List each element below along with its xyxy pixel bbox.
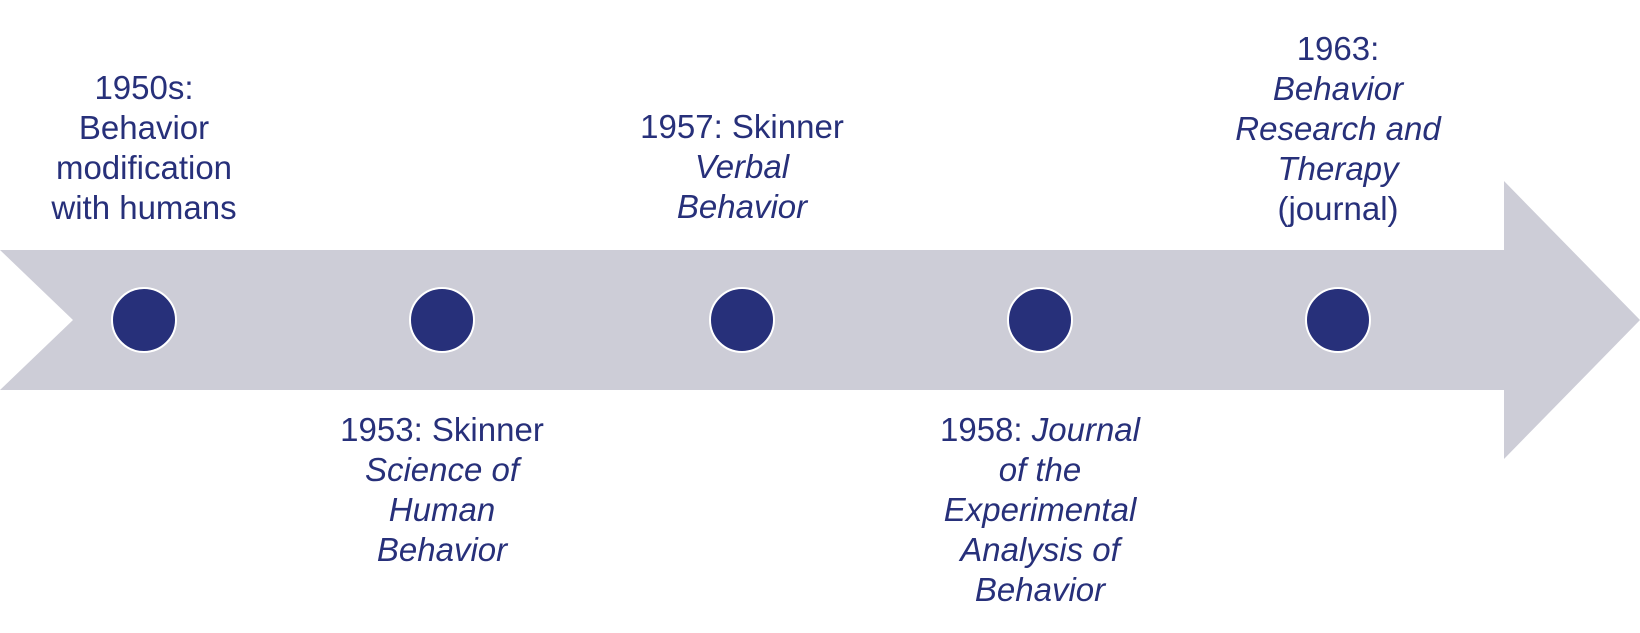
label-line: 1950s: bbox=[4, 68, 284, 108]
label-line: Analysis of bbox=[900, 530, 1180, 570]
label-text: modification bbox=[55, 149, 233, 186]
label-line: Research and bbox=[1198, 109, 1478, 149]
event-label-1950s: 1950s: Behavior modification with humans bbox=[4, 68, 284, 228]
label-line: 1958: Journal bbox=[900, 410, 1180, 450]
label-line: with humans bbox=[4, 188, 284, 228]
label-line: Behavior bbox=[602, 187, 882, 227]
label-line: Science of bbox=[302, 450, 582, 490]
label-title-text: Therapy bbox=[1277, 150, 1399, 187]
label-text: 1953: Skinner bbox=[340, 411, 544, 448]
label-title-text: Behavior bbox=[376, 531, 508, 568]
label-title-text: Behavior bbox=[676, 188, 808, 225]
label-line: 1953: Skinner bbox=[302, 410, 582, 450]
timeline-dot-1958 bbox=[1007, 287, 1073, 353]
label-title-text: Research and bbox=[1235, 110, 1441, 147]
label-title-text: Human bbox=[388, 491, 496, 528]
label-title-text: Behavior bbox=[974, 571, 1106, 608]
label-title-text: Experimental bbox=[943, 491, 1137, 528]
label-line: 1963: bbox=[1198, 29, 1478, 69]
event-label-1958: 1958: Journal of the Experimental Analys… bbox=[900, 410, 1180, 610]
label-line: Verbal bbox=[602, 147, 882, 187]
timeline-dot-1957 bbox=[709, 287, 775, 353]
label-title-text: Analysis of bbox=[960, 531, 1120, 568]
label-title-text: Behavior bbox=[1272, 70, 1404, 107]
label-line: Experimental bbox=[900, 490, 1180, 530]
label-text: (journal) bbox=[1277, 190, 1399, 227]
label-title-text: Journal bbox=[1031, 411, 1140, 448]
event-label-1963: 1963: Behavior Research and Therapy (jou… bbox=[1198, 29, 1478, 229]
label-line: Behavior bbox=[302, 530, 582, 570]
label-line: Human bbox=[302, 490, 582, 530]
label-line: (journal) bbox=[1198, 189, 1478, 229]
label-line: modification bbox=[4, 148, 284, 188]
label-text: 1950s: bbox=[94, 69, 194, 106]
label-text: 1963: bbox=[1296, 30, 1380, 67]
label-line: Behavior bbox=[900, 570, 1180, 610]
timeline-dot-1953 bbox=[409, 287, 475, 353]
label-line: Behavior bbox=[1198, 69, 1478, 109]
label-text: 1957: Skinner bbox=[640, 108, 844, 145]
event-label-1957: 1957: Skinner Verbal Behavior bbox=[602, 107, 882, 227]
label-title-text: Science of bbox=[364, 451, 520, 488]
label-text: 1958: bbox=[940, 411, 1032, 448]
timeline-dot-1963 bbox=[1305, 287, 1371, 353]
event-label-1953: 1953: Skinner Science of Human Behavior bbox=[302, 410, 582, 570]
label-line: Behavior bbox=[4, 108, 284, 148]
arrow-shape bbox=[0, 181, 1640, 459]
label-line: 1957: Skinner bbox=[602, 107, 882, 147]
label-line: Therapy bbox=[1198, 149, 1478, 189]
label-text: Behavior bbox=[78, 109, 210, 146]
timeline-dot-1950s bbox=[111, 287, 177, 353]
label-title-text: Verbal bbox=[694, 148, 790, 185]
label-line: of the bbox=[900, 450, 1180, 490]
label-title-text: of the bbox=[998, 451, 1082, 488]
label-text: with humans bbox=[51, 189, 237, 226]
